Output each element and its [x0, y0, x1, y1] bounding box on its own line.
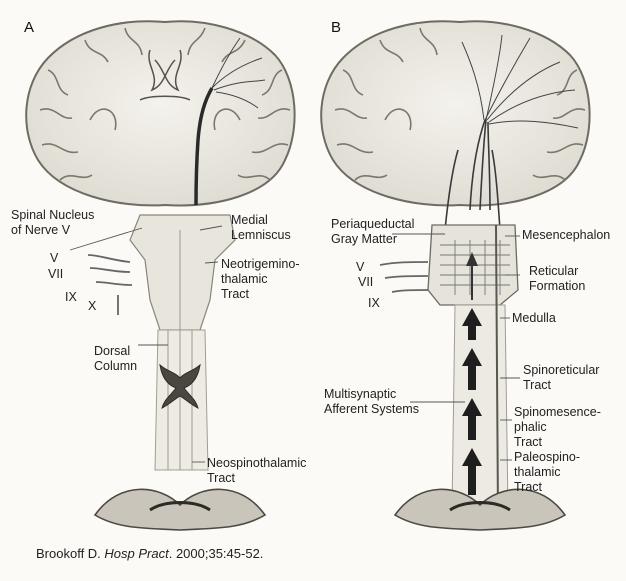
label-spinal-nucleus-line1: Spinal Nucleus: [11, 208, 94, 223]
label-paleospino-line2: thalamic: [514, 465, 580, 480]
citation-details: . 2000;35:45-52.: [169, 546, 264, 561]
label-reticular-formation: Reticular Formation: [529, 264, 585, 294]
label-neotrigeminothalamic-tract: Neotrigemino- thalamic Tract: [221, 257, 300, 302]
label-paleospino-line3: Tract: [514, 480, 580, 495]
label-spinoreticular-line2: Tract: [523, 378, 599, 393]
label-spinomesence-line1: Spinomesence-: [514, 405, 601, 420]
panel-a-brain: [26, 21, 294, 205]
label-multisynaptic-line2: Afferent Systems: [324, 402, 419, 417]
label-b-nerve-vii: VII: [358, 275, 373, 290]
panel-b-cranial-nerves: [380, 262, 428, 292]
label-reticular-line1: Reticular: [529, 264, 585, 279]
label-a-nerve-vii: VII: [48, 267, 63, 282]
label-mesencephalon: Mesencephalon: [522, 228, 610, 243]
label-spinomesence-line2: phalic: [514, 420, 601, 435]
label-spinoreticular-tract: Spinoreticular Tract: [523, 363, 599, 393]
label-periaqueductal-gray-matter: Periaqueductal Gray Matter: [331, 217, 414, 247]
label-medial-lemniscus-line2: Lemniscus: [231, 228, 291, 243]
label-neospinothalamic-line1: Neospinothalamic: [207, 456, 306, 471]
panel-a-letter: A: [24, 20, 34, 35]
label-paleospino-line1: Paleospino-: [514, 450, 580, 465]
label-a-nerve-ix: IX: [65, 290, 77, 305]
label-periaqueductal-line1: Periaqueductal: [331, 217, 414, 232]
label-b-nerve-v: V: [356, 260, 364, 275]
label-periaqueductal-line2: Gray Matter: [331, 232, 414, 247]
panel-a-lower-cord-section: [95, 489, 265, 530]
label-neospinothalamic-tract: Neospinothalamic Tract: [207, 456, 306, 486]
panel-a-spinal-cord: [155, 330, 208, 470]
citation: Brookoff D. Hosp Pract. 2000;35:45-52.: [36, 546, 263, 561]
citation-authors: Brookoff D.: [36, 546, 104, 561]
panel-a-brainstem: [130, 215, 235, 330]
label-multisynaptic-line1: Multisynaptic: [324, 387, 419, 402]
panel-b-spinal-cord: [452, 305, 508, 510]
label-multisynaptic-afferent-systems: Multisynaptic Afferent Systems: [324, 387, 419, 417]
label-dorsal-column-line2: Column: [94, 359, 137, 374]
label-spinal-nucleus-line2: of Nerve V: [11, 223, 94, 238]
panel-b-letter: B: [331, 20, 341, 35]
label-dorsal-column: Dorsal Column: [94, 344, 137, 374]
label-reticular-line2: Formation: [529, 279, 585, 294]
panel-b-brain: [321, 21, 589, 205]
label-a-nerve-x: X: [88, 299, 96, 314]
label-neotrigemino-line1: Neotrigemino-: [221, 257, 300, 272]
label-a-nerve-v: V: [50, 251, 58, 266]
label-spinomesence-line3: Tract: [514, 435, 601, 450]
label-neospinothalamic-line2: Tract: [207, 471, 306, 486]
label-spinal-nucleus-nerve-v: Spinal Nucleus of Nerve V: [11, 208, 94, 238]
label-medial-lemniscus-line1: Medial: [231, 213, 291, 228]
label-dorsal-column-line1: Dorsal: [94, 344, 137, 359]
citation-journal: Hosp Pract: [104, 546, 168, 561]
label-neotrigemino-line2: thalamic: [221, 272, 300, 287]
label-b-nerve-ix: IX: [368, 296, 380, 311]
label-medial-lemniscus: Medial Lemniscus: [231, 213, 291, 243]
label-spinoreticular-line1: Spinoreticular: [523, 363, 599, 378]
label-paleospinothalamic-tract: Paleospino- thalamic Tract: [514, 450, 580, 495]
label-spinomesencephalic-tract: Spinomesence- phalic Tract: [514, 405, 601, 450]
label-neotrigemino-line3: Tract: [221, 287, 300, 302]
label-medulla: Medulla: [512, 311, 556, 326]
